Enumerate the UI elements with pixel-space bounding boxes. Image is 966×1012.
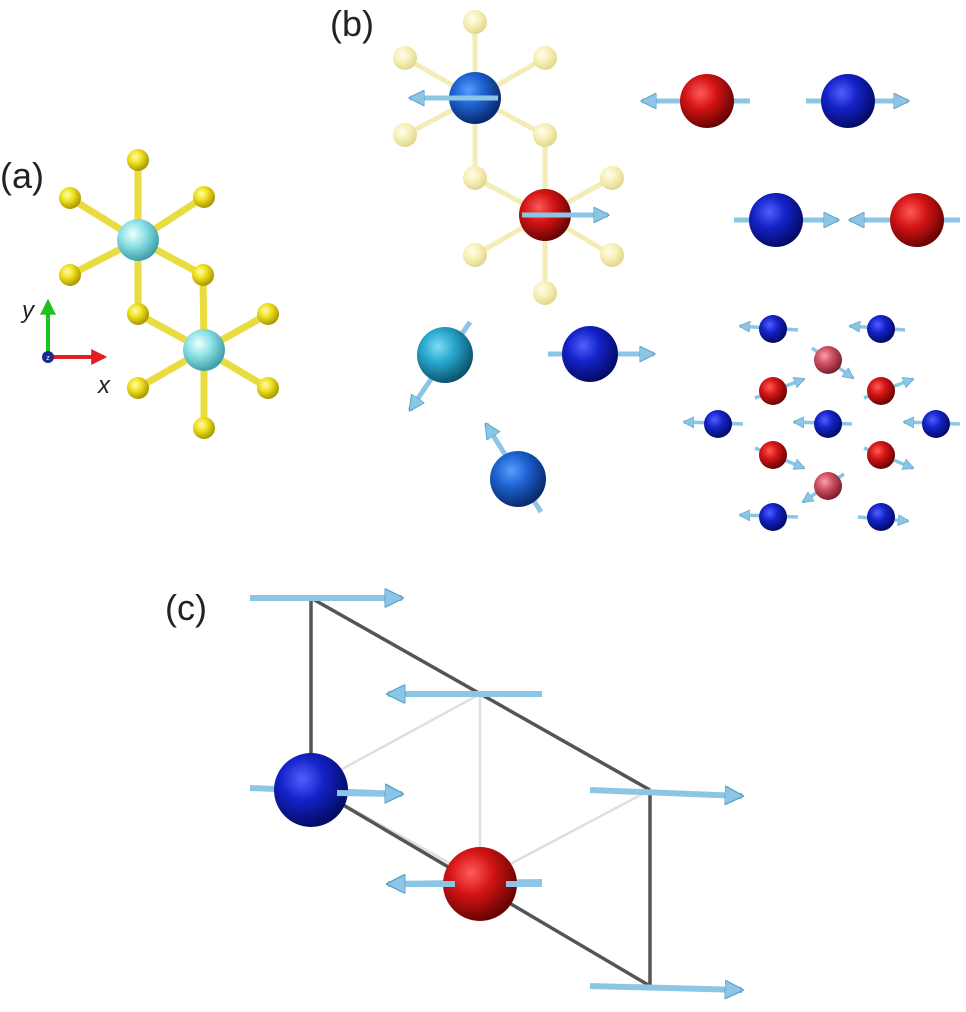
ligand-atom xyxy=(127,149,149,171)
ligand-atom xyxy=(463,166,487,190)
y-axis-label: y xyxy=(20,297,36,324)
ligand-atom xyxy=(257,303,279,325)
ligand-atom xyxy=(533,123,557,147)
spin-up-atom xyxy=(922,410,950,438)
ligand-atom xyxy=(393,46,417,70)
spin-down-atom xyxy=(867,377,895,405)
spin-down-atom xyxy=(867,441,895,469)
spin-up-atom xyxy=(704,410,732,438)
spin-up-atom xyxy=(759,503,787,531)
ligand-atom xyxy=(192,264,214,286)
canted-atom xyxy=(417,327,473,383)
faded-structure xyxy=(402,19,615,296)
panel-a: (a) xyxy=(0,149,279,439)
spin-arrow-icon xyxy=(589,986,742,990)
spin-arrow-icon xyxy=(336,793,402,794)
panel-a-ligands xyxy=(59,149,279,439)
ligand-atom xyxy=(600,243,624,267)
spin-down-atom xyxy=(443,847,517,921)
ligand-atom xyxy=(463,243,487,267)
ligand-atom xyxy=(127,377,149,399)
spin-down-atom xyxy=(759,441,787,469)
spin-up-atom xyxy=(749,193,803,247)
spin-up-atom xyxy=(867,315,895,343)
pink-atom xyxy=(814,472,842,500)
metal-atom xyxy=(117,219,159,261)
canted-configuration xyxy=(407,320,654,514)
spin-down-atom xyxy=(759,377,787,405)
spin-up-atom xyxy=(274,753,348,827)
spin-down-atom xyxy=(890,193,944,247)
z-axis-label: z xyxy=(46,355,50,362)
ligand-atom xyxy=(393,123,417,147)
ligand-atom xyxy=(533,281,557,305)
faded-ligands xyxy=(393,10,624,305)
ligand-atom xyxy=(193,417,215,439)
panel-c: (c) xyxy=(165,587,742,990)
spin-up-atom xyxy=(759,315,787,343)
spin-up-atom xyxy=(814,410,842,438)
panel-b-label: (b) xyxy=(330,3,374,44)
spin-up-atom xyxy=(821,74,875,128)
ligand-atom xyxy=(59,264,81,286)
ligand-atom xyxy=(600,166,624,190)
collinear-pair-2 xyxy=(734,193,960,247)
ligand-atom xyxy=(59,187,81,209)
spin-up-atom xyxy=(562,326,618,382)
z-axis-dot-icon xyxy=(42,351,54,363)
ligand-atom xyxy=(463,10,487,34)
x-axis-label: x xyxy=(97,372,111,399)
spin-down-atom xyxy=(680,74,734,128)
pink-atom xyxy=(814,346,842,374)
axis-triad: z y x xyxy=(20,297,111,399)
ligand-atom xyxy=(257,377,279,399)
metal-atom xyxy=(183,329,225,371)
panel-c-label: (c) xyxy=(165,587,207,628)
ligand-atom xyxy=(193,186,215,208)
ligand-atom xyxy=(533,46,557,70)
spin-lattice xyxy=(684,315,961,531)
ligand-atom xyxy=(127,303,149,325)
panel-a-label: (a) xyxy=(0,155,44,196)
spin-up-atom xyxy=(867,503,895,531)
panel-b: (b) xyxy=(330,3,961,531)
spin-up-atom xyxy=(490,451,546,507)
spin-arrow-icon xyxy=(589,790,742,796)
collinear-pair-1 xyxy=(642,74,908,128)
